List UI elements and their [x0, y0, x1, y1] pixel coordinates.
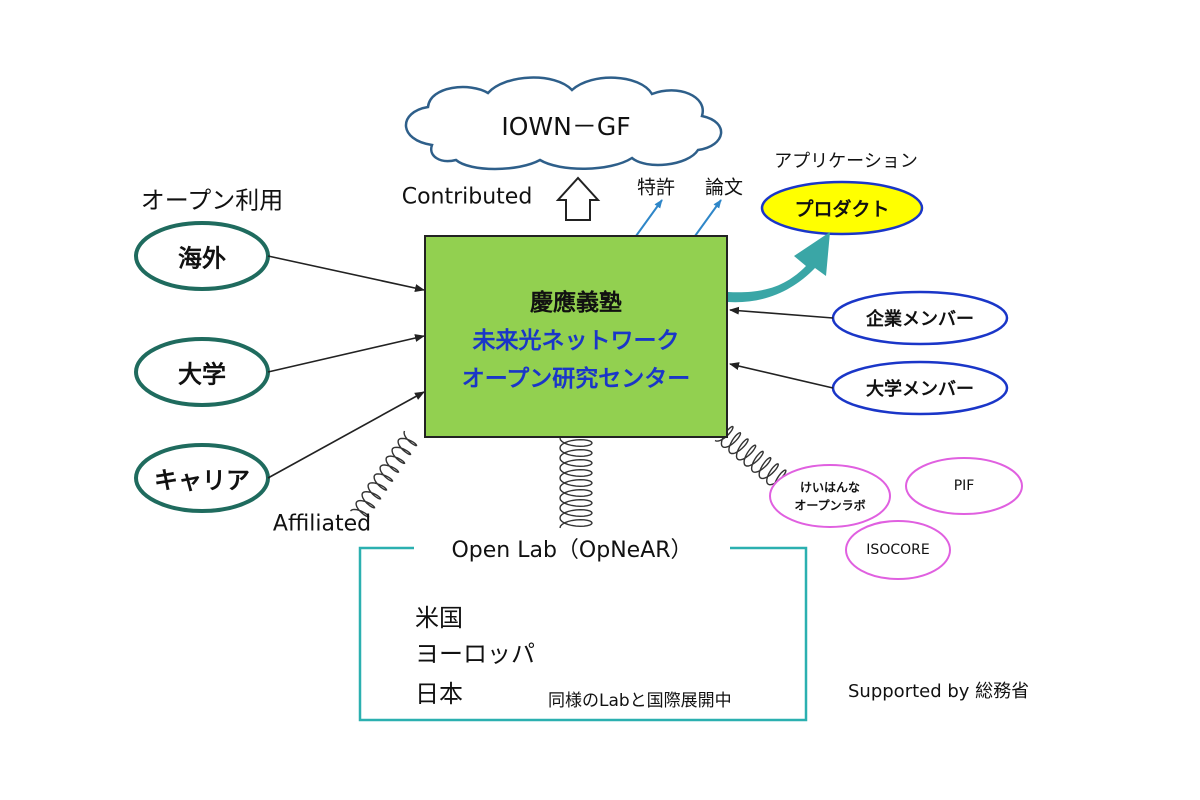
iown-gf-label: IOWN－GF	[501, 112, 631, 141]
university-members-label: 大学メンバー	[866, 379, 974, 400]
center-line1: 慶應義塾	[530, 290, 622, 316]
spring-left	[350, 430, 418, 518]
open-lab-item-us: 米国	[415, 604, 463, 632]
spring-middle	[559, 437, 593, 529]
node-pif	[905, 457, 1023, 515]
node-university-label: 大学	[178, 360, 226, 389]
center-box	[424, 235, 728, 438]
arrow-overseas	[267, 255, 425, 292]
center-line2: 未来光ネットワーク	[472, 328, 680, 354]
arrow-university	[267, 334, 425, 373]
open-lab-note: 同様のLabと国際展開中	[548, 691, 732, 711]
keihanna-line2: オープンラボ	[794, 498, 866, 513]
patent-arrow	[635, 199, 663, 237]
paper-label: 論文	[704, 176, 744, 199]
affiliated-label: Affiliated	[272, 511, 372, 537]
open-lab-title-gap	[414, 536, 730, 560]
node-isocore	[845, 520, 951, 580]
open-lab-item-japan: 日本	[415, 680, 463, 708]
pif-label: PIF	[953, 478, 975, 494]
product-curved-arrow	[728, 232, 830, 303]
product-label: プロダクト	[794, 198, 890, 221]
open-lab-item-europe: ヨーロッパ	[415, 640, 535, 668]
product-ellipse	[760, 180, 924, 236]
corporate-members-label: 企業メンバー	[866, 309, 974, 330]
open-use-label: オープン利用	[140, 186, 284, 215]
keihanna-line1: けいはんな	[799, 480, 861, 495]
center-line3: オープン研究センター	[461, 366, 691, 392]
arrow-carrier	[267, 391, 425, 479]
arrow-university-members	[729, 362, 834, 389]
node-overseas-label: 海外	[178, 244, 226, 273]
node-carrier-label: キャリア	[154, 466, 250, 495]
contributed-label: Contributed	[401, 184, 533, 210]
spring-right	[714, 425, 795, 497]
arrow-corporate-members	[729, 306, 834, 319]
isocore-label: ISOCORE	[866, 542, 930, 558]
iown-cloud-shape	[404, 76, 723, 171]
node-keihanna	[769, 464, 891, 528]
supported-label: Supported by 総務省	[848, 681, 1030, 702]
contributed-up-arrow	[555, 176, 601, 221]
application-label: アプリケーション	[774, 151, 918, 172]
paper-arrow	[694, 199, 722, 237]
open-lab-title: Open Lab（OpNeAR）	[451, 538, 693, 563]
patent-label: 特許	[636, 176, 676, 199]
